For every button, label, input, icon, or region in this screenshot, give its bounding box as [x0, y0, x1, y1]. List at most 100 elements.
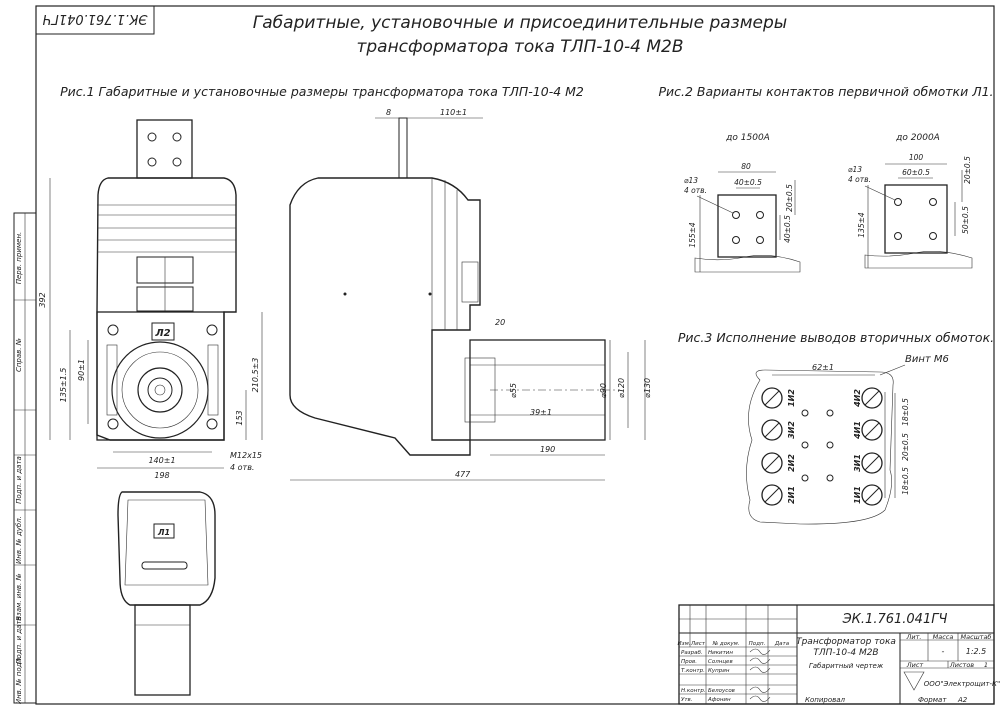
fig1-bottom-view: Л1 — [117, 491, 216, 696]
dim-135: 135±1.5 — [59, 368, 68, 403]
stamp-copied: Копировал — [805, 696, 845, 704]
terminal-screw — [861, 452, 883, 474]
stamp-role: Утв. — [681, 697, 693, 703]
dim-90-dia: ⌀90 — [599, 383, 608, 398]
terminal-screw — [761, 452, 783, 474]
side-stamp-label: Справ. № — [15, 338, 23, 372]
side-stamp: Перв. примен. Справ. № Подп. и дата Инв.… — [13, 212, 37, 704]
dim-153: 153 — [235, 410, 244, 425]
stamp-lit: Лит. — [906, 633, 922, 641]
fig1-front-view: Л2 — [49, 119, 263, 469]
terminal-screw — [761, 484, 783, 506]
v2-h1: 20±0.5 — [963, 156, 972, 184]
fig2-variant1-drawing — [694, 171, 801, 273]
terminal-label: 1И2 — [787, 389, 796, 407]
dim-8: 8 — [386, 108, 391, 117]
terminal-screw — [761, 387, 783, 409]
fig3-screw: Винт М6 — [905, 354, 949, 365]
dim-55: ⌀55 — [509, 383, 518, 398]
terminal-label: 3И2 — [787, 421, 796, 439]
dim-140: 140±1 — [148, 456, 175, 465]
stamp-role: Т.контр. — [681, 668, 705, 674]
fig3-terminal-block — [746, 364, 906, 525]
signatures — [749, 648, 771, 702]
dim-392: 392 — [38, 292, 47, 307]
v1-w: 80 — [741, 162, 751, 171]
stamp-role: Пров. — [681, 659, 697, 665]
v1-h2: 40±0.5 — [783, 215, 792, 243]
terminal-screw — [861, 484, 883, 506]
v2-hole: ⌀13 — [848, 165, 862, 174]
fig3-dim-w: 62±1 — [812, 363, 834, 372]
side-stamp-label: Взам. инв. № — [15, 573, 23, 621]
dim-210: 210.5±3 — [251, 358, 260, 393]
terminal-label: 3И1 — [853, 454, 862, 472]
fig3-caption: Рис.3 Исполнение выводов вторичных обмот… — [678, 330, 994, 345]
stamp-person: Никитин — [708, 650, 733, 656]
stamp-format: Формат — [918, 696, 947, 704]
side-stamp-label: Инв. № подл. — [15, 656, 23, 704]
stamp-col-doc: № докум. — [711, 641, 739, 647]
stamp-name-1: Трансформатор тока — [796, 637, 896, 647]
terminal-label: 2И1 — [787, 486, 796, 504]
v2-h2: 50±0.5 — [961, 206, 970, 234]
dim-120: ⌀120 — [617, 378, 626, 398]
dim-477: 477 — [455, 470, 471, 479]
stamp-col-list: Лист — [690, 641, 706, 647]
fig3-d2: 20±0.5 — [901, 433, 910, 461]
stamp-role: Н.контр. — [681, 688, 706, 694]
dim-130: ⌀130 — [643, 378, 652, 398]
side-stamp-label: Инв. № дубл. — [15, 516, 23, 564]
stamp-person: Куприн — [708, 668, 730, 674]
stamp-role: Разраб. — [681, 650, 703, 656]
title-line2: трансформатора тока ТЛП-10-4 М2В — [356, 37, 683, 57]
terminal-screw — [861, 387, 883, 409]
v2-count: 4 отв. — [848, 175, 871, 184]
title-block — [678, 604, 995, 705]
v2-w2: 60±0.5 — [902, 168, 930, 177]
stamp-format-val: А2 — [958, 696, 968, 704]
title-line1: Габаритные, установочные и присоединител… — [253, 13, 787, 33]
stamp-name-3: Габаритный чертеж — [809, 662, 884, 670]
terminal-label: 4И1 — [853, 421, 862, 440]
v1-hole: ⌀13 — [684, 176, 698, 185]
v2-base: 135±4 — [857, 212, 866, 238]
fig2-variant2-drawing — [864, 163, 973, 269]
terminal-label: 2И2 — [787, 454, 796, 472]
fig2-caption: Рис.2 Варианты контактов первичной обмот… — [658, 84, 993, 99]
terminal-screw — [761, 419, 783, 441]
v1-count: 4 отв. — [684, 186, 707, 195]
v1-base: 155±4 — [688, 222, 697, 248]
stamp-doc-code: ЭК.1.761.041ГЧ — [842, 612, 948, 627]
dim-20: 20 — [495, 318, 505, 327]
fig1-side-view — [289, 117, 646, 481]
terminal-screw — [861, 419, 883, 441]
dim-39: 39±1 — [530, 408, 552, 417]
dim-holes-count: 4 отв. — [230, 463, 254, 472]
stamp-sheets-val: 1 — [984, 661, 988, 669]
v1-w2: 40±0.5 — [734, 178, 762, 187]
stamp-org: ООО"Электрощит-К" — [924, 680, 1000, 688]
dim-holes: М12х15 — [230, 451, 262, 460]
stamp-person: Солнцев — [708, 659, 733, 665]
v1-h1: 20±0.5 — [785, 184, 794, 212]
fig3-d1: 18±0.5 — [901, 398, 910, 426]
stamp-sheets: Листов — [949, 661, 974, 669]
stamp-person: Афонин — [707, 697, 731, 703]
side-stamp-label: Подп. и дата — [15, 616, 23, 664]
terminal-label: 1И1 — [853, 486, 862, 504]
terminal-label: 4И2 — [853, 389, 862, 408]
dim-90: 90±1 — [77, 359, 86, 381]
stamp-sheet: Лист — [906, 661, 924, 669]
dim-110: 110±1 — [440, 108, 467, 117]
fig2-variant1: до 1500А — [725, 133, 770, 143]
mark-l2: Л2 — [154, 328, 170, 339]
fig3-screws — [761, 387, 883, 506]
dim-198: 198 — [154, 471, 169, 480]
v2-w: 100 — [909, 153, 924, 162]
sheet-frame — [35, 5, 995, 705]
stamp-mass: Масса — [933, 633, 954, 641]
side-stamp-label: Подп. и дата — [15, 456, 23, 504]
stamp-scale-val: 1:2.5 — [966, 647, 987, 656]
